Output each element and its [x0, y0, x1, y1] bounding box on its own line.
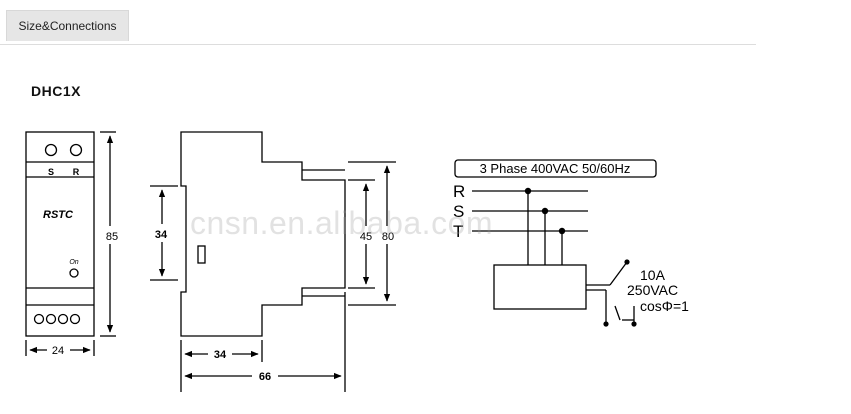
- junction-s: [541, 207, 549, 215]
- wiring-nodes: [524, 187, 637, 327]
- power-factor: cosΦ=1: [640, 298, 689, 314]
- tab-bar: Size&Connections: [0, 0, 756, 45]
- model-label: DHC1X: [31, 83, 81, 99]
- brand-label: RSTC: [43, 209, 74, 221]
- contact-node-right: [631, 321, 637, 327]
- bottom-screw-3: [57, 313, 69, 325]
- front-view: [25, 131, 116, 356]
- dim-left-label: 34: [155, 229, 168, 241]
- bottom-screw-4: [69, 313, 81, 325]
- indicator-label: On: [69, 259, 78, 266]
- terminal-screw-s: [44, 143, 58, 157]
- side-view: [150, 131, 396, 392]
- rating-current: 10A: [640, 267, 666, 283]
- phase-label-s: S: [453, 202, 464, 221]
- tab-size-connections[interactable]: Size&Connections: [6, 10, 129, 41]
- phase-label-r: R: [453, 182, 465, 201]
- dim-height-label: 85: [106, 231, 118, 243]
- terminal-label-s: S: [48, 167, 54, 177]
- side-body-outline: [180, 131, 346, 337]
- bottom-screw-1: [33, 313, 45, 325]
- terminal-label-r: R: [73, 167, 80, 177]
- bottom-screw-2: [45, 313, 57, 325]
- phase-header: 3 Phase 400VAC 50/60Hz: [480, 161, 631, 176]
- wiring-diagram: [454, 159, 657, 324]
- junction-r: [524, 187, 532, 195]
- relay-box: [493, 264, 587, 310]
- contact-node-top: [624, 259, 630, 265]
- junction-t: [558, 227, 566, 235]
- dim-right-label: 45: [360, 231, 372, 243]
- front-body-outline: [25, 131, 95, 337]
- phase-header-box: [454, 159, 657, 178]
- dim-bottom-short-label: 34: [214, 349, 227, 361]
- dim-bottom-long-label: 66: [259, 371, 271, 383]
- terminal-screw-r: [69, 143, 83, 157]
- din-clip-slot: [197, 245, 206, 264]
- phase-label-t: T: [453, 222, 463, 241]
- on-led-indicator: [69, 268, 79, 278]
- contact-node-bottom: [603, 321, 609, 327]
- rating-voltage: 250VAC: [627, 282, 678, 298]
- dim-width-label: 24: [52, 345, 64, 357]
- dim-far-right-label: 80: [382, 231, 394, 243]
